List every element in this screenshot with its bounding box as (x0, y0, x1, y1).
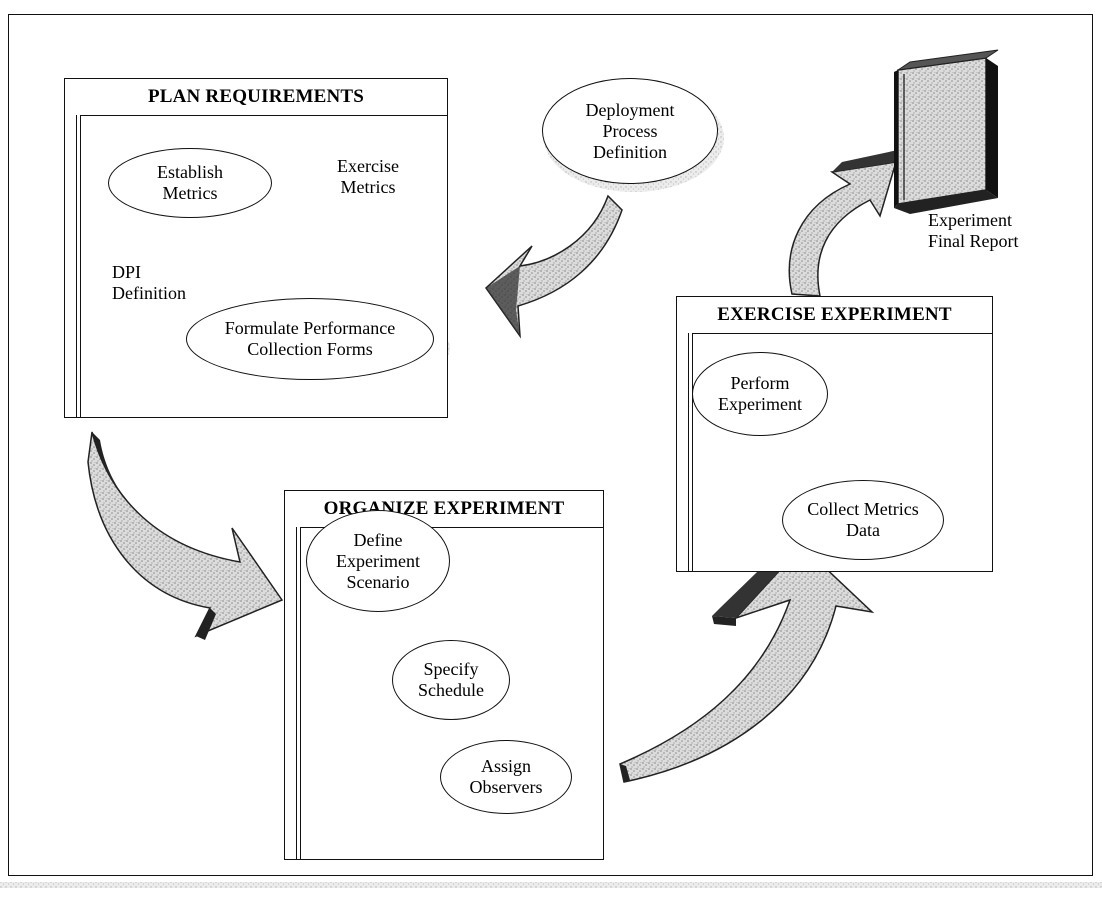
plan-inner-frame (80, 115, 447, 417)
define-scenario-oval: Define Experiment Scenario (306, 510, 450, 612)
organize-inner-rule (296, 527, 297, 859)
exercise-experiment-title: EXERCISE EXPERIMENT (717, 304, 952, 325)
dpi-definition-label: DPI Definition (112, 262, 186, 303)
exercise-to-report-arrow-icon (788, 150, 898, 297)
organize-to-exercise-arrow-icon (619, 540, 875, 783)
bottom-noise-strip (0, 882, 1102, 888)
deployment-arrow-icon (485, 194, 623, 339)
deployment-process-oval: Deployment Process Definition (542, 78, 718, 184)
specify-schedule-oval: Specify Schedule (392, 640, 510, 720)
exercise-inner-rule (688, 333, 689, 571)
collect-metrics-oval: Collect Metrics Data (782, 480, 944, 560)
exercise-inner-frame (692, 333, 992, 571)
binder-icon (894, 49, 999, 214)
formulate-forms-oval: Formulate Performance Collection Forms (186, 298, 434, 380)
plan-requirements-title: PLAN REQUIREMENTS (147, 86, 365, 107)
perform-experiment-oval: Perform Experiment (692, 352, 828, 436)
plan-inner-rule (76, 115, 77, 417)
diagram-frame (8, 14, 1093, 876)
organize-inner-frame (300, 527, 603, 859)
establish-metrics-oval: Establish Metrics (108, 148, 272, 218)
exercise-metrics-label: Exercise Metrics (337, 156, 399, 197)
final-report-label: Experiment Final Report (928, 210, 1019, 251)
plan-to-organize-arrow-icon (87, 431, 284, 640)
assign-observers-oval: Assign Observers (440, 740, 572, 814)
